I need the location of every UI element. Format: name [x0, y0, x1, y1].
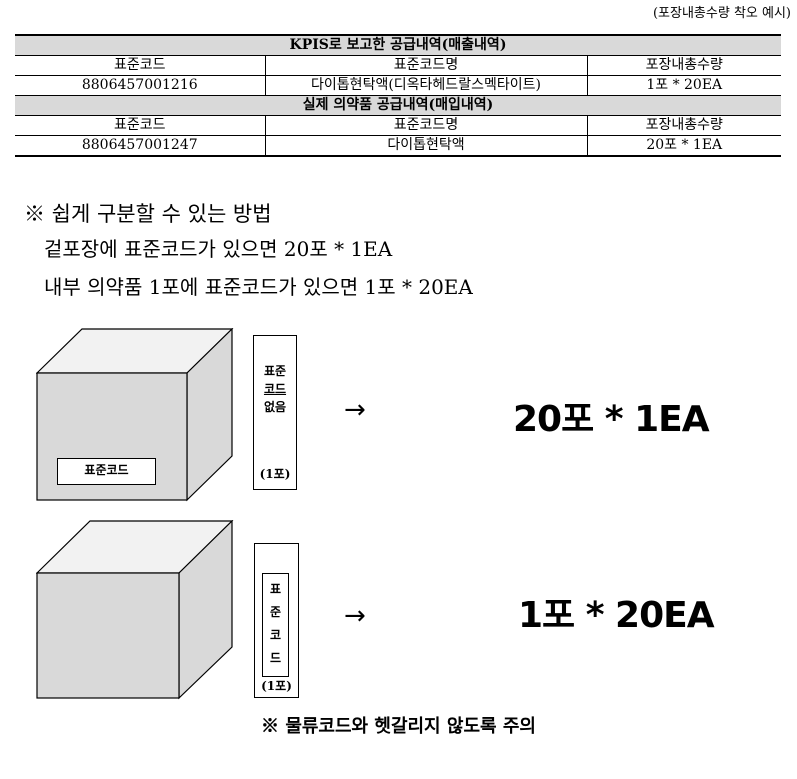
footer-note: ※ 물류코드와 헷갈리지 않도록 주의 — [261, 716, 536, 737]
tag-char-2: 준 — [269, 605, 282, 619]
tag-char-4: 드 — [269, 651, 282, 665]
note-heading: ※ 쉽게 구분할 수 있는 방법 — [24, 202, 272, 226]
arrow-icon: → — [344, 601, 366, 631]
card-sub: (1포) — [261, 679, 292, 693]
header-code: 표준코드 — [15, 55, 266, 76]
section2-title: 실제 의약품 공급내역(매입내역) — [15, 95, 781, 116]
cell-name: 다이톱현탁액 — [264, 135, 588, 157]
cell-code: 8806457001216 — [15, 75, 266, 96]
header-qty: 포장내총수량 — [586, 115, 781, 136]
header-name: 표준코드명 — [264, 55, 588, 76]
note-line-2: 내부 의약품 1포에 표준코드가 있으면 1포 * 20EA — [44, 275, 473, 299]
table-row: 8806457001247 다이톱현탁액 20포 * 1EA — [15, 135, 781, 157]
card-line-1: 표준 — [263, 364, 287, 378]
inner-pack-card: 표준 코드 없음 (1포) — [253, 335, 297, 490]
header-qty: 포장내총수량 — [586, 55, 781, 76]
supply-table: KPIS로 보고한 공급내역(매출내역) 표준코드 표준코드명 포장내총수량 8… — [15, 34, 781, 157]
header-code: 표준코드 — [15, 115, 266, 136]
table-section-header: 실제 의약품 공급내역(매입내역) — [15, 95, 781, 116]
result-text-2: 1포 * 20EA — [518, 595, 715, 636]
cell-name: 다이톱현탁액(디옥타헤드랄스멕타이트) — [264, 75, 588, 96]
cell-code: 8806457001247 — [15, 135, 266, 157]
header-name: 표준코드명 — [264, 115, 588, 136]
card-line-2: 코드 — [263, 382, 287, 396]
table-section-header: KPIS로 보고한 공급내역(매출내역) — [15, 34, 781, 56]
cell-qty: 20포 * 1EA — [586, 135, 781, 157]
standard-code-tag: 표 준 코 드 — [262, 573, 289, 677]
arrow-icon: → — [344, 395, 366, 425]
table-header-row: 표준코드 표준코드명 포장내총수량 — [15, 115, 781, 136]
inner-pack-card: 표 준 코 드 (1포) — [254, 543, 299, 698]
table-header-row: 표준코드 표준코드명 포장내총수량 — [15, 55, 781, 76]
cell-qty: 1포 * 20EA — [586, 75, 781, 96]
card-line-3: 없음 — [263, 400, 287, 414]
table-row: 8806457001216 다이톱현탁액(디옥타헤드랄스멕타이트) 1포 * 2… — [15, 75, 781, 96]
card-sub: (1포) — [259, 467, 291, 481]
note-line-1: 겉포장에 표준코드가 있으면 20포 * 1EA — [44, 237, 393, 261]
section1-title: KPIS로 보고한 공급내역(매출내역) — [15, 34, 781, 56]
tag-char-1: 표 — [269, 582, 282, 596]
tag-char-3: 코 — [269, 628, 282, 642]
outer-box-icon — [36, 520, 234, 700]
result-text-1: 20포 * 1EA — [513, 399, 710, 440]
caption: (포장내총수량 착오 예시) — [652, 6, 791, 21]
box-standard-code-label: 표준코드 — [57, 458, 156, 485]
